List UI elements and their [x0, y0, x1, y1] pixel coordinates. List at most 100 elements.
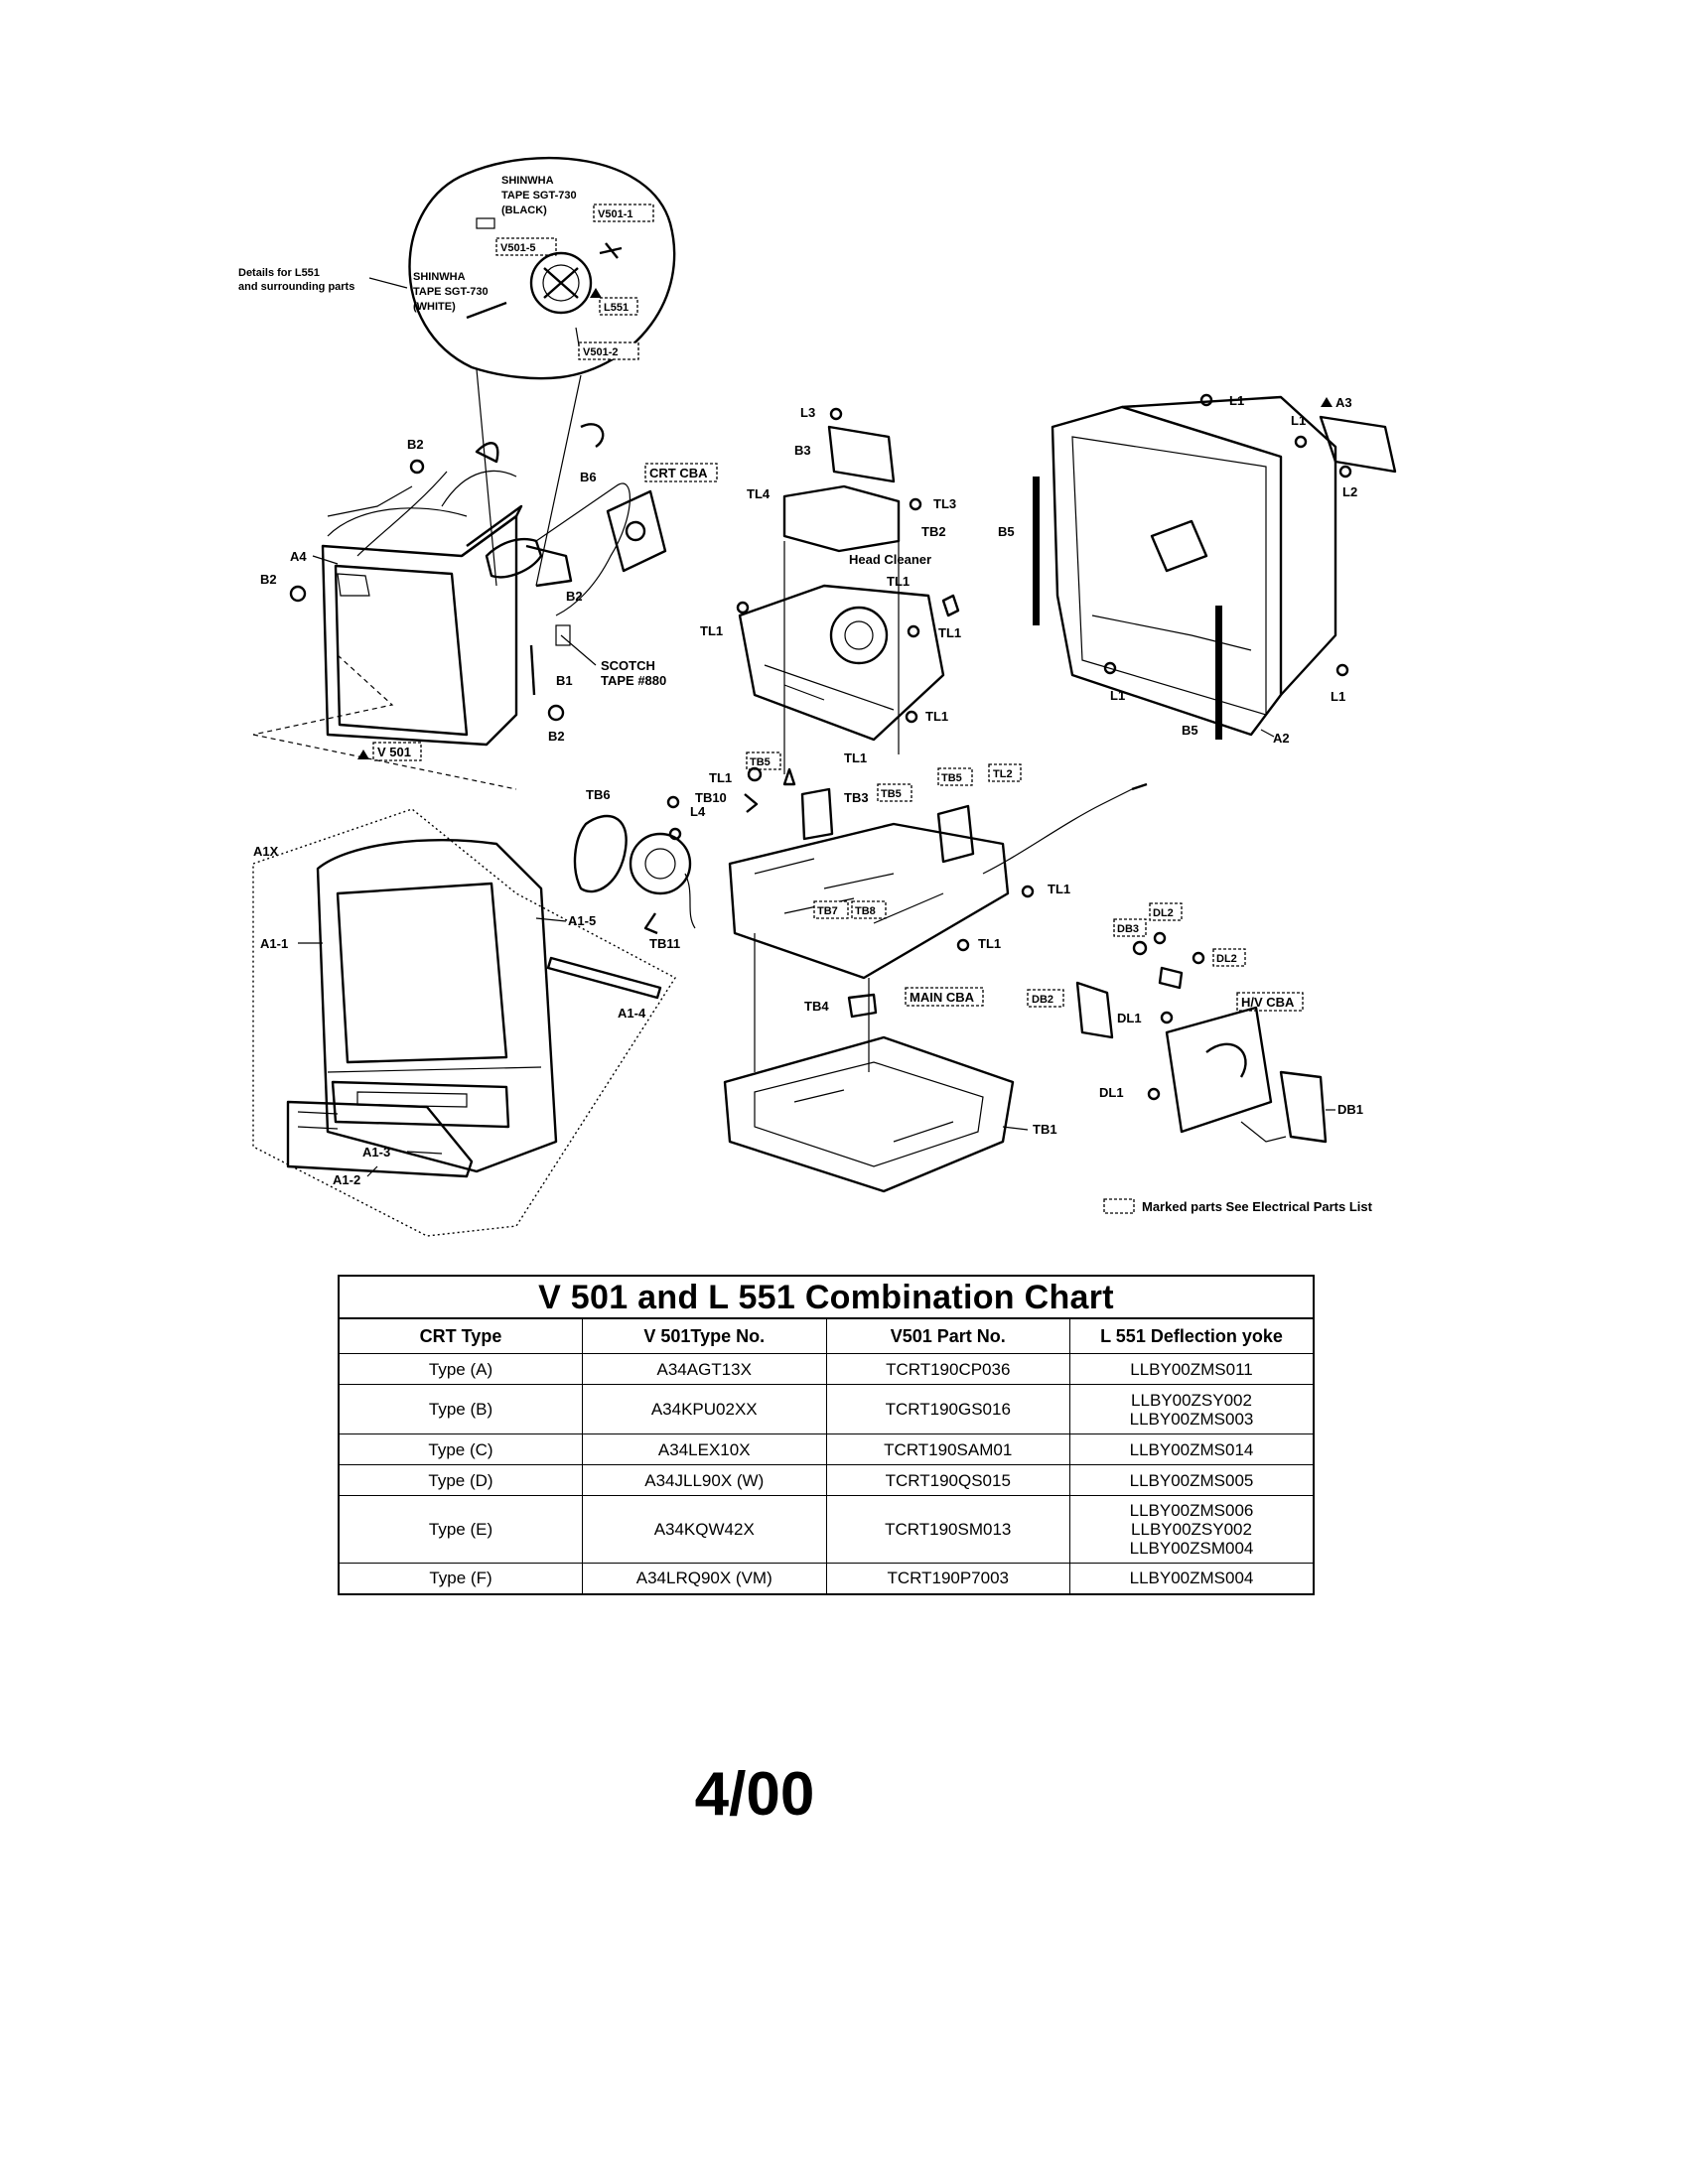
label-tb11: TB11 [649, 936, 680, 951]
svg-text:DL2: DL2 [1216, 953, 1237, 965]
cell-type-no: A34JLL90X (W) [582, 1464, 827, 1496]
label-tb10: TB10 [695, 790, 727, 805]
label-b2-bottom: B2 [548, 729, 565, 744]
strip-b5-right [1215, 606, 1222, 740]
screw-l3 [829, 407, 843, 421]
label-b2-top: B2 [407, 437, 424, 452]
header-v501-type-no: V 501Type No. [582, 1317, 827, 1354]
screw-l4-1 [666, 795, 680, 809]
legend: Marked parts See Electrical Parts List [1103, 1198, 1373, 1214]
part-tb11 [643, 912, 658, 935]
front-cabinet [316, 839, 558, 1173]
label-head-cleaner: Head Cleaner [849, 552, 931, 567]
cell-part-no: TCRT190GS016 [825, 1384, 1070, 1434]
label-b5-right: B5 [1182, 723, 1198, 738]
l551-detail-inset: Details for L551 and surrounding parts S… [238, 156, 676, 587]
tape-black-line3: (BLACK) [501, 205, 547, 216]
combination-table: V 501 and L 551 Combination Chart CRT Ty… [338, 1275, 1315, 1595]
bracket-b3 [827, 425, 896, 483]
bottom-chassis-assembly: TB4 TB1 [723, 993, 1057, 1193]
table-row: Type (D) A34JLL90X (W) TCRT190QS015 LLBY… [338, 1464, 1315, 1496]
cell-crt-type: Type (B) [338, 1384, 583, 1434]
header-crt-type: CRT Type [338, 1317, 583, 1354]
svg-text:DB2: DB2 [1032, 994, 1053, 1006]
main-cba-board [728, 822, 1010, 980]
screw-b2-bottom [547, 704, 565, 722]
label-l4: L4 [690, 804, 706, 819]
screw-l4-2 [668, 827, 682, 841]
label-l1-bottom-right: L1 [1331, 689, 1345, 704]
a1x-dotted-group [252, 808, 676, 1237]
crt-tube-face [321, 514, 518, 747]
combination-chart: V 501 and L 551 Combination Chart CRT Ty… [338, 1275, 1315, 1595]
table-row: Type (B) A34KPU02XX TCRT190GS016 LLBY00Z… [338, 1384, 1315, 1434]
video-head-drum [829, 606, 889, 665]
label-dl1-bottom: DL1 [1099, 1085, 1124, 1100]
part-tb5 [936, 804, 975, 864]
label-tl1-h: TL1 [978, 936, 1001, 951]
cell-type-no: A34LEX10X [582, 1433, 827, 1465]
screw-b2-top [409, 459, 425, 475]
tb5-label-top: TB5 [746, 751, 781, 770]
table-row: Type (A) A34AGT13X TCRT190CP036 LLBY00ZM… [338, 1353, 1315, 1385]
part-b6 [580, 423, 605, 448]
label-db1: DB1 [1337, 1102, 1363, 1117]
label-a1-1: A1-1 [260, 936, 288, 951]
label-plate-a3 [1319, 415, 1397, 474]
table-row: Type (E) A34KQW42X TCRT190SM013 LLBY00ZM… [338, 1495, 1315, 1564]
cell-type-no: A34KPU02XX [582, 1384, 827, 1434]
hv-cba-assembly: DL2 DB3 DL2 DB2 H/V CBA DL1 DL1 DB1 [1027, 902, 1363, 1144]
svg-text:TB8: TB8 [855, 905, 876, 917]
cell-crt-type: Type (C) [338, 1433, 583, 1465]
svg-text:DB3: DB3 [1117, 923, 1139, 935]
cell-yoke: LLBY00ZMS011 [1069, 1353, 1315, 1385]
dl2-label-top: DL2 [1149, 902, 1183, 921]
header-row: CRT Type V 501Type No. V501 Part No. L 5… [338, 1317, 1315, 1354]
cell-yoke: LLBY00ZMS004 [1069, 1563, 1315, 1594]
tape-white-line2: TAPE SGT-730 [413, 286, 489, 298]
cell-yoke: LLBY00ZMS005 [1069, 1464, 1315, 1496]
label-tl1-c: TL1 [938, 625, 961, 640]
label-dl1-top: DL1 [1117, 1011, 1142, 1025]
label-tb4: TB4 [804, 999, 829, 1014]
label-a4: A4 [290, 549, 307, 564]
label-tl3: TL3 [933, 496, 956, 511]
part-b1 [529, 644, 536, 696]
svg-text:TB5: TB5 [750, 756, 771, 768]
label-tl1-e: TL1 [844, 751, 867, 765]
tb5-label-right: TB5 [937, 767, 973, 786]
svg-text:H/V CBA: H/V CBA [1241, 995, 1295, 1010]
label-tl1-f: TL1 [709, 770, 732, 785]
cell-part-no: TCRT190SM013 [825, 1495, 1070, 1564]
tape-black-line2: TAPE SGT-730 [501, 190, 577, 202]
speaker-assembly: TB6 L4 TB11 [573, 787, 706, 951]
tb5-label-mid: TB5 [877, 783, 912, 802]
front-cabinet-assembly: A1X A1-1 A1-3 A1-2 A1-4 A1-5 [252, 808, 676, 1237]
cell-yoke: LLBY00ZSY002 LLBY00ZMS003 [1069, 1384, 1315, 1434]
header-l551-yoke: L 551 Deflection yoke [1069, 1317, 1315, 1354]
db2-label: DB2 [1027, 989, 1064, 1008]
part-tb4 [847, 993, 878, 1019]
tape-white-line3: (WHITE) [413, 301, 456, 313]
tb8-label: TB8 [851, 900, 887, 919]
svg-text:TL2: TL2 [993, 768, 1013, 780]
svg-text:V 501: V 501 [377, 745, 411, 759]
label-l1-bottom-left: L1 [1110, 688, 1125, 703]
label-tb2: TB2 [921, 524, 946, 539]
label-b6: B6 [580, 470, 597, 484]
svg-text:TB5: TB5 [941, 772, 962, 784]
svg-text:V501-2: V501-2 [583, 346, 618, 358]
svg-text:DL2: DL2 [1153, 907, 1174, 919]
part-tb10 [744, 793, 759, 813]
label-tb3: TB3 [844, 790, 869, 805]
part-a1-4 [546, 956, 662, 1000]
cell-crt-type: Type (A) [338, 1353, 583, 1385]
legend-text: Marked parts See Electrical Parts List [1142, 1199, 1373, 1214]
label-b3: B3 [794, 443, 811, 458]
v501-5-label: V501-5 [495, 237, 557, 256]
svg-text:TB5: TB5 [881, 788, 902, 800]
label-tl4: TL4 [747, 486, 771, 501]
label-a1-4: A1-4 [618, 1006, 646, 1021]
svg-text:MAIN CBA: MAIN CBA [910, 990, 975, 1005]
label-a3: A3 [1335, 395, 1352, 410]
